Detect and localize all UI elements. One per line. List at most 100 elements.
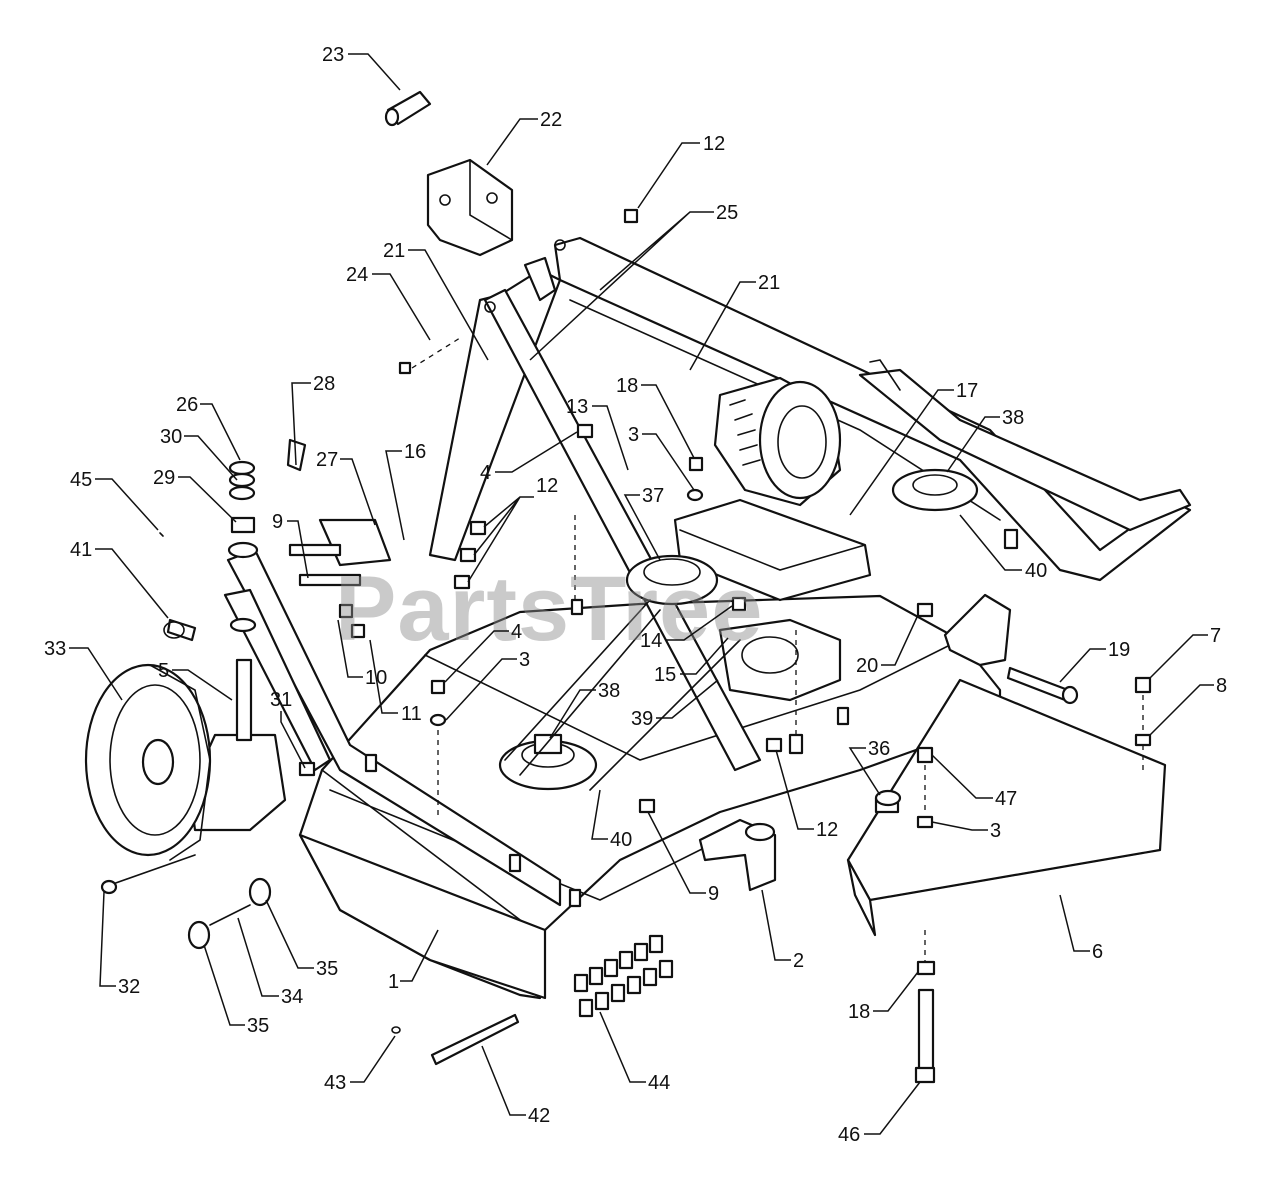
svg-text:7: 7: [1210, 625, 1221, 647]
svg-text:18: 18: [848, 1001, 870, 1023]
frame-bar-rear: [553, 236, 1192, 582]
deck-front-shell: [298, 833, 547, 1000]
callout-12-right[interactable]: 12: [775, 749, 838, 841]
callout-44[interactable]: 44: [599, 1011, 670, 1094]
svg-text:43: 43: [324, 1072, 346, 1094]
callout-29[interactable]: 29: [153, 467, 237, 523]
callout-42[interactable]: 42: [481, 1045, 550, 1127]
svg-text:16: 16: [404, 441, 426, 463]
callout-23[interactable]: 23: [322, 44, 401, 91]
svg-text:3: 3: [628, 424, 639, 446]
callout-13[interactable]: 13: [566, 396, 629, 471]
svg-text:4: 4: [480, 462, 491, 484]
callout-11[interactable]: 11: [369, 639, 422, 725]
svg-text:12: 12: [536, 475, 558, 497]
svg-text:9: 9: [272, 511, 283, 533]
callout-35-right[interactable]: 35: [265, 899, 338, 980]
callout-22[interactable]: 22: [486, 109, 562, 166]
callout-32[interactable]: 32: [99, 891, 140, 998]
watermark: PartsTree: [335, 558, 763, 660]
svg-text:31: 31: [270, 689, 292, 711]
callout-45[interactable]: 45: [70, 469, 159, 531]
callout-15[interactable]: 15: [654, 637, 729, 686]
callout-33[interactable]: 33: [44, 638, 123, 701]
callout-16[interactable]: 16: [385, 441, 426, 541]
svg-text:9: 9: [708, 883, 719, 905]
svg-text:37: 37: [642, 485, 664, 507]
svg-text:13: 13: [566, 396, 588, 418]
callout-3-top[interactable]: 3: [628, 424, 695, 491]
svg-text:23: 23: [322, 44, 344, 66]
callout-47[interactable]: 47: [931, 754, 1017, 810]
callout-34[interactable]: 34: [237, 917, 303, 1008]
spindle-pulley-center: [625, 554, 719, 606]
svg-text:1: 1: [388, 971, 399, 993]
callout-18-bottom[interactable]: 18: [848, 971, 919, 1023]
callout-38-right[interactable]: 38: [946, 407, 1024, 473]
callout-21-left[interactable]: 21: [383, 240, 489, 361]
a-frame-arm-right: [483, 288, 762, 772]
callout-40-left[interactable]: 40: [591, 789, 632, 851]
callouts: 23 22 12 25 21 21 24 28 26 30 29 45 27 1…: [44, 44, 1227, 1146]
callout-19[interactable]: 19: [1059, 639, 1130, 683]
hardware: [159, 208, 1019, 908]
callout-9-left[interactable]: 9: [272, 511, 309, 579]
callout-21-right[interactable]: 21: [689, 272, 780, 371]
svg-text:26: 26: [176, 394, 198, 416]
callout-4-mid[interactable]: 4: [444, 621, 522, 683]
callout-46[interactable]: 46: [838, 1081, 921, 1146]
frame-bar-upper: [858, 368, 1192, 532]
callout-6[interactable]: 6: [1059, 894, 1103, 963]
callout-7[interactable]: 7: [1149, 625, 1221, 679]
callout-25[interactable]: 25: [529, 202, 738, 361]
spindle-housing-center: [718, 618, 842, 702]
callout-31[interactable]: 31: [270, 689, 306, 769]
callout-14[interactable]: 14: [640, 605, 733, 652]
svg-text:39: 39: [631, 708, 653, 730]
svg-text:11: 11: [401, 703, 422, 725]
callout-12[interactable]: 12: [637, 133, 725, 209]
callout-35-left[interactable]: 35: [203, 944, 269, 1037]
svg-text:4: 4: [511, 621, 522, 643]
callout-5[interactable]: 5: [158, 660, 233, 701]
gearbox-face: [758, 380, 842, 500]
callout-4-top[interactable]: 4: [480, 431, 578, 484]
parts-drawing: PartsTree: [84, 90, 1192, 1084]
svg-text:27: 27: [316, 449, 338, 471]
svg-text:25: 25: [716, 202, 738, 224]
svg-text:35: 35: [247, 1015, 269, 1037]
callout-26[interactable]: 26: [176, 394, 241, 461]
callout-12-mid[interactable]: 12: [467, 475, 558, 583]
callout-28[interactable]: 28: [291, 373, 335, 466]
callout-40-right[interactable]: 40: [959, 514, 1047, 582]
callout-39[interactable]: 39: [631, 679, 719, 730]
svg-text:22: 22: [540, 109, 562, 131]
svg-text:3: 3: [519, 649, 530, 671]
svg-text:19: 19: [1108, 639, 1130, 661]
callout-8[interactable]: 8: [1149, 675, 1227, 736]
callout-18-top[interactable]: 18: [616, 375, 695, 459]
callout-37[interactable]: 37: [623, 485, 664, 561]
svg-text:44: 44: [648, 1072, 670, 1094]
callout-24[interactable]: 24: [346, 264, 431, 341]
callout-3-right[interactable]: 3: [931, 820, 1001, 842]
svg-text:14: 14: [640, 630, 662, 652]
callout-2[interactable]: 2: [761, 889, 804, 972]
callout-41[interactable]: 41: [70, 539, 169, 619]
callout-1[interactable]: 1: [388, 929, 439, 993]
svg-text:24: 24: [346, 264, 368, 286]
callout-17[interactable]: 17: [849, 380, 978, 516]
svg-text:38: 38: [1002, 407, 1024, 429]
svg-text:40: 40: [1025, 560, 1047, 582]
callout-20[interactable]: 20: [856, 614, 919, 677]
svg-text:29: 29: [153, 467, 175, 489]
callout-9-right[interactable]: 9: [647, 811, 719, 905]
callout-36[interactable]: 36: [848, 738, 890, 796]
callout-3-mid[interactable]: 3: [445, 649, 530, 721]
callout-27[interactable]: 27: [316, 449, 376, 526]
callout-43[interactable]: 43: [324, 1035, 396, 1094]
svg-text:34: 34: [281, 986, 303, 1008]
callout-38-left[interactable]: 38: [549, 680, 620, 739]
callout-30[interactable]: 30: [160, 426, 238, 481]
